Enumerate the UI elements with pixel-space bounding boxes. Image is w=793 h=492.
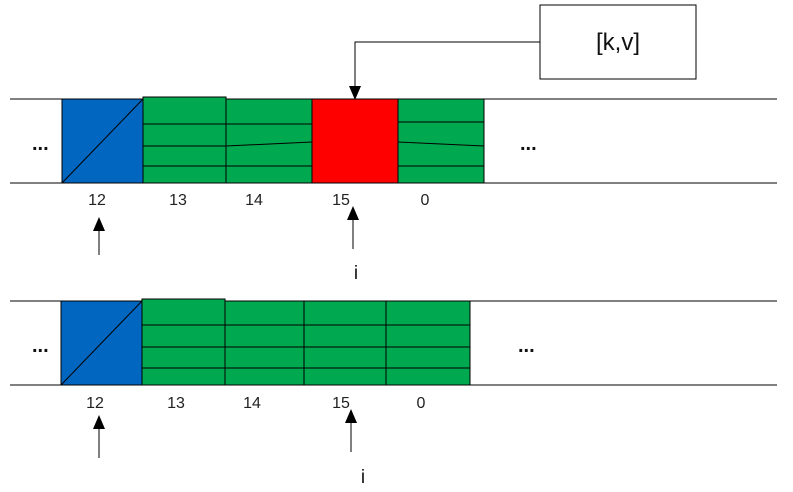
top-slot-14-divider (225, 141, 313, 147)
bottom-slot-15-cell (303, 300, 387, 386)
bottom-slot-label: 13 (167, 395, 185, 412)
bottom-right-ellipsis: ... (518, 335, 535, 357)
top-i-arrow (347, 206, 359, 249)
top-slot-0-divider (397, 141, 485, 147)
kv-connector-line (354, 41, 540, 90)
top-slot-label: 0 (421, 192, 430, 209)
bottom-slot-0-cell (385, 300, 471, 386)
bottom-slot-0 (385, 300, 471, 386)
top-slot-0-cell (397, 98, 485, 184)
top-slot-12 (61, 98, 144, 184)
kv-text: [k,v] (596, 29, 640, 56)
bottom-slot-label: 0 (417, 395, 426, 412)
bottom-left-ellipsis: ... (32, 335, 49, 357)
top-start-arrow (93, 217, 105, 255)
bottom-slot-12-diagonal (60, 300, 143, 386)
top-slot-14-cell (225, 98, 313, 184)
bottom-array: ... ... (10, 298, 777, 488)
top-slot-0 (397, 98, 485, 184)
top-slot-label: 15 (332, 192, 350, 209)
top-slot-14 (225, 98, 313, 184)
bottom-i-label: i (361, 467, 365, 488)
top-slot-label: 14 (245, 192, 263, 209)
bottom-slot-14-cell (224, 300, 305, 386)
bottom-slot-label: 12 (86, 395, 104, 412)
top-slot-13 (142, 96, 227, 184)
bottom-slot-label: 14 (243, 395, 261, 412)
top-slot-label: 12 (88, 192, 106, 209)
top-slot-15-cell (311, 98, 399, 184)
bottom-start-arrow (93, 415, 105, 458)
kv-entry: [k,v] (349, 4, 697, 100)
bottom-slot-13-cell (141, 298, 226, 386)
kv-box (539, 4, 697, 80)
top-slot-12-diagonal (61, 98, 144, 184)
top-left-ellipsis: ... (32, 133, 49, 155)
bottom-slot-15 (303, 300, 387, 386)
top-slot-label: 13 (169, 192, 187, 209)
top-right-ellipsis: ... (520, 133, 537, 155)
bottom-slot-14 (224, 300, 305, 386)
bottom-slot-label: 15 (332, 395, 350, 412)
top-i-label: i (354, 263, 358, 284)
top-slot-15 (311, 98, 399, 184)
bottom-slot-12 (60, 300, 143, 386)
bottom-slot-13 (141, 298, 226, 386)
kv-arrowhead (349, 86, 361, 100)
top-slot-13-cell (142, 96, 227, 184)
top-array: ... ... (10, 96, 777, 284)
bottom-i-arrow (345, 409, 357, 452)
